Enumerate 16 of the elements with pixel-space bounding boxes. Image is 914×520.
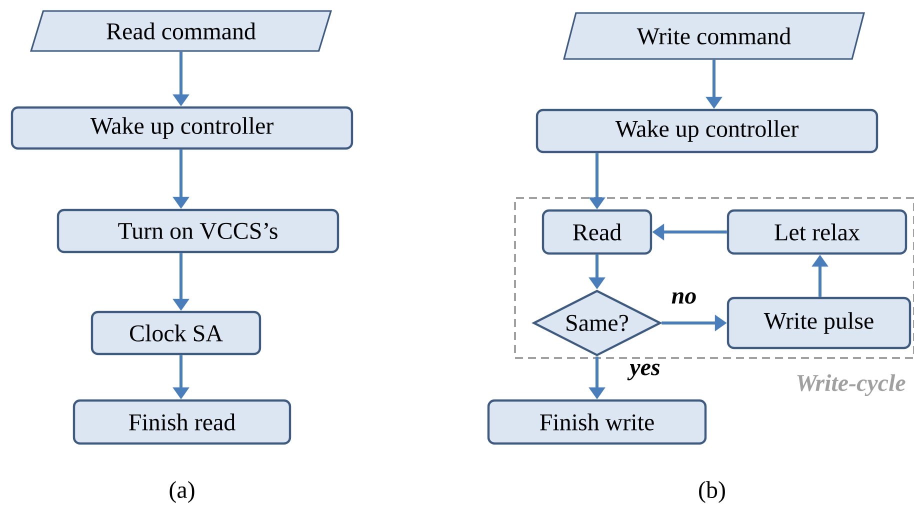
process-box: Write pulse: [726, 296, 912, 350]
input-parallelogram: Read command: [30, 10, 332, 52]
edge-label: no: [670, 291, 698, 305]
panel-label: (b): [699, 481, 725, 503]
input-parallelogram: Write command: [563, 12, 865, 60]
node-label: Write-cycle: [797, 374, 906, 396]
process-box: Wake up controller: [10, 106, 354, 150]
panel-label: (a): [170, 481, 194, 503]
edge-label: yes: [627, 362, 662, 382]
process-box: Turn on VCCS’s: [56, 208, 340, 254]
process-box: Finish write: [487, 399, 707, 445]
process-box: Let relax: [726, 209, 908, 255]
process-box: Read: [542, 209, 652, 255]
process-box: Finish read: [72, 399, 292, 445]
process-box: Wake up controller: [536, 108, 878, 154]
process-box: Clock SA: [90, 310, 262, 356]
